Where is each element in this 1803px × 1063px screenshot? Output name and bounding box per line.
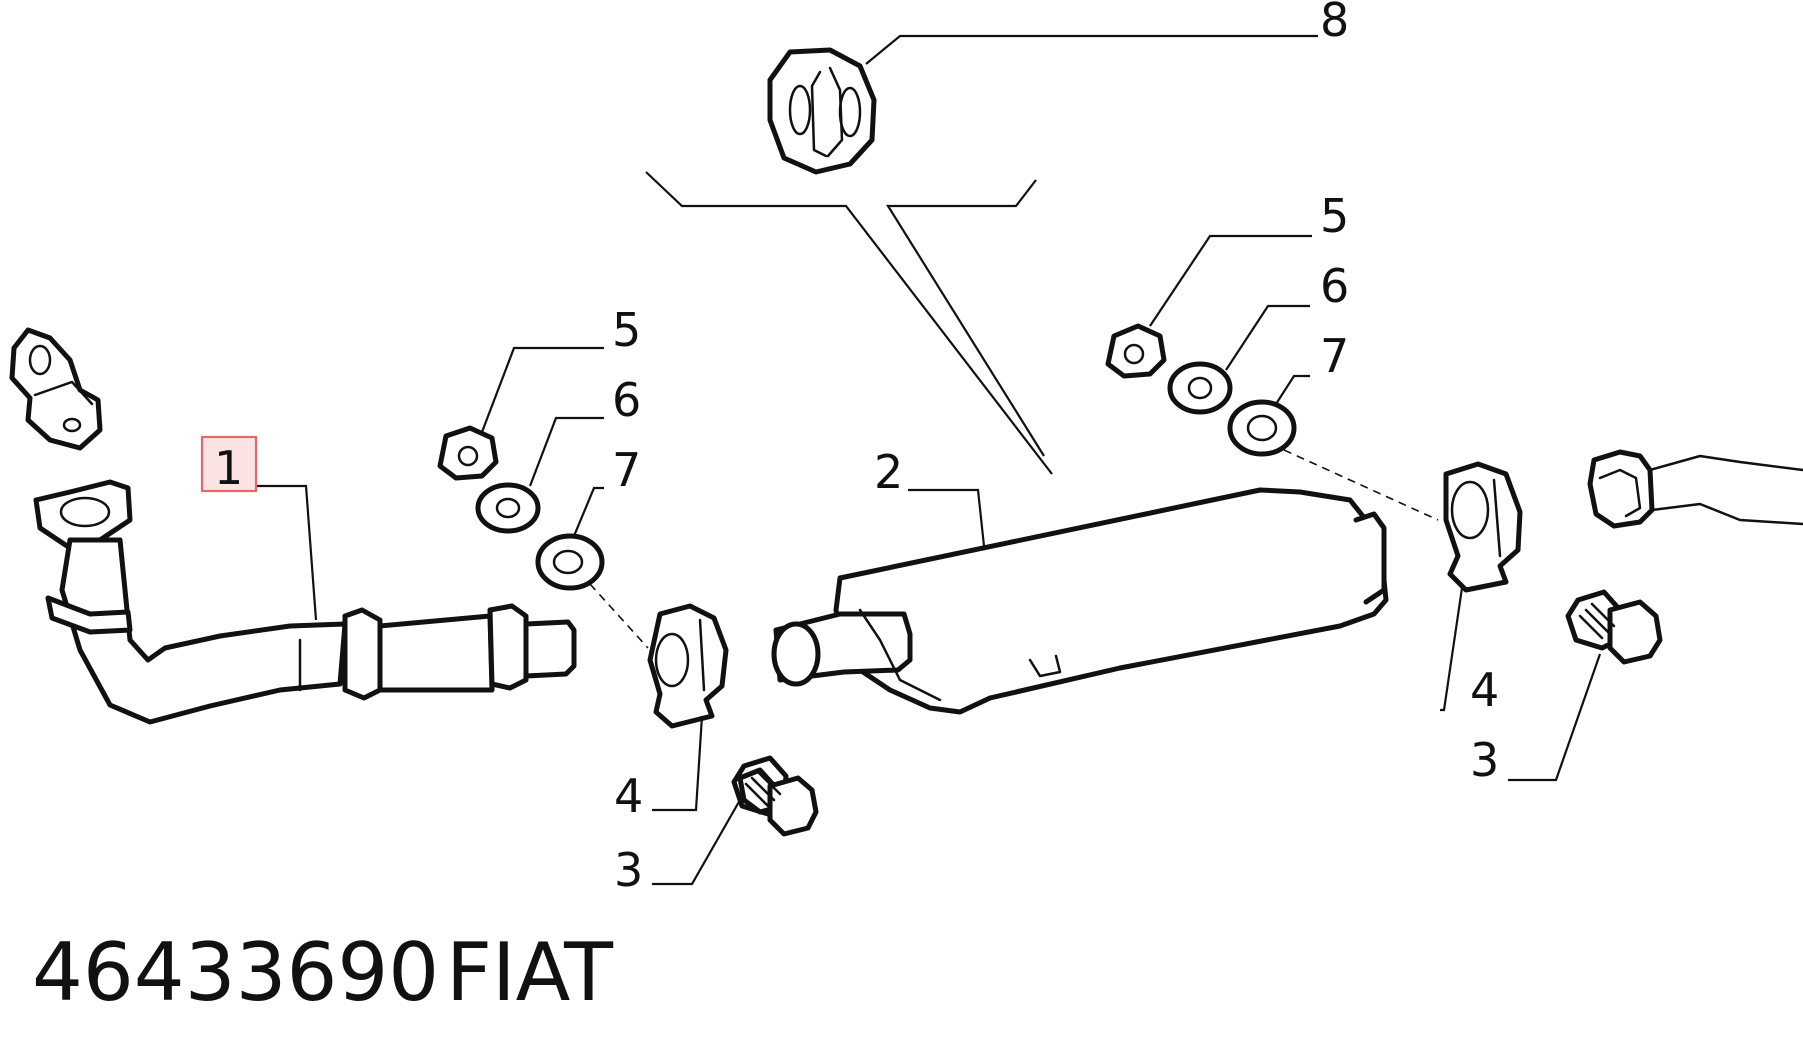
front-pipe-drawing bbox=[33, 479, 577, 725]
callout-1-highlight bbox=[200, 435, 258, 493]
tail-pipe-drawing bbox=[1587, 449, 1803, 529]
callout-8: 8 bbox=[1320, 0, 1349, 47]
right-fastener-group bbox=[1105, 323, 1663, 665]
callout-4-left: 4 bbox=[614, 769, 643, 823]
manifold-flange-drawing bbox=[9, 327, 103, 451]
callout-6-right: 6 bbox=[1320, 259, 1349, 313]
rubber-hanger-drawing bbox=[767, 47, 877, 175]
brand-name: FIAT bbox=[446, 926, 614, 1019]
part-number: 46433690 bbox=[32, 926, 439, 1019]
callout-2: 2 bbox=[874, 445, 903, 499]
leader-lines bbox=[256, 34, 1602, 886]
muffler-drawing bbox=[771, 487, 1389, 715]
callout-7-left: 7 bbox=[612, 443, 641, 497]
callout-4-right: 4 bbox=[1470, 663, 1499, 717]
callout-6-left: 6 bbox=[612, 373, 641, 427]
callout-1: 1 bbox=[214, 441, 243, 495]
callout-3-left: 3 bbox=[614, 843, 643, 897]
callout-5-left: 5 bbox=[612, 303, 641, 357]
callout-5-right: 5 bbox=[1320, 189, 1349, 243]
callout-7-right: 7 bbox=[1320, 329, 1349, 383]
left-fastener-group bbox=[437, 425, 819, 837]
callout-3-right: 3 bbox=[1470, 733, 1499, 787]
part-8-grouping-lines bbox=[645, 171, 1053, 475]
